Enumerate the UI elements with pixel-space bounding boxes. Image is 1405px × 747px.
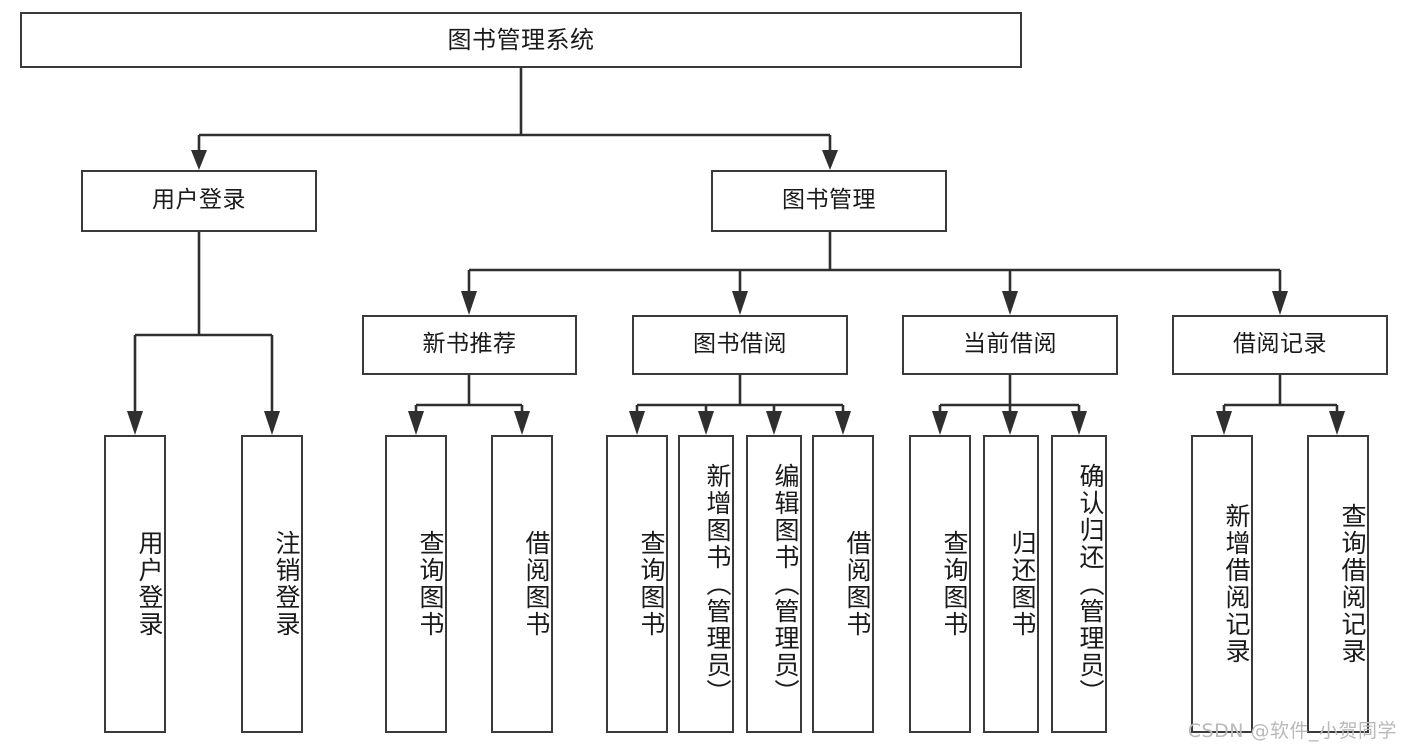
node-label: 当前借阅: [963, 331, 1057, 358]
node-label: 借阅图书: [843, 530, 872, 638]
leaf-current-borrow-query-book[interactable]: 查询图书: [909, 435, 971, 733]
node-label: 图书管理系统: [447, 25, 595, 54]
arrowhead-current-leaf-2: [1002, 411, 1018, 435]
node-label: 用户登录: [152, 187, 246, 214]
arrowhead-l3-2: [732, 291, 748, 315]
arrowhead-newbook-leaf-2: [514, 411, 530, 435]
node-root-book-management-system[interactable]: 图书管理系统: [20, 12, 1022, 68]
node-label: 新书推荐: [422, 331, 517, 358]
node-label: 新增借阅记录: [1222, 503, 1251, 665]
arrowhead-borrow-leaf-4: [835, 411, 851, 435]
leaf-book-borrow-add-book-admin[interactable]: 新增图书（管理员）: [678, 435, 734, 733]
leaf-records-query-borrow-record[interactable]: 查询借阅记录: [1307, 435, 1369, 733]
leaf-new-book-borrow-book[interactable]: 借阅图书: [491, 435, 553, 733]
leaf-current-borrow-return-book[interactable]: 归还图书: [983, 435, 1039, 733]
node-label: 注销登录: [272, 530, 301, 638]
node-label: 查询图书: [416, 530, 445, 638]
arrowhead-borrow-leaf-3: [766, 411, 782, 435]
leaf-new-book-query-book[interactable]: 查询图书: [385, 435, 447, 733]
node-label: 归还图书: [1008, 530, 1037, 638]
arrowhead-l3-1: [461, 291, 477, 315]
leaf-book-borrow-query-book[interactable]: 查询图书: [606, 435, 668, 733]
node-label: 查询图书: [940, 530, 969, 638]
arrowhead-user-login: [191, 150, 207, 170]
leaf-book-borrow-edit-book-admin[interactable]: 编辑图书（管理员）: [746, 435, 802, 733]
node-label: 新增图书（管理员）: [703, 462, 732, 706]
arrowhead-l3-3: [1002, 291, 1018, 315]
node-label: 图书借阅: [693, 331, 787, 358]
node-label: 用户登录: [135, 530, 164, 638]
node-label: 查询借阅记录: [1338, 503, 1367, 665]
arrowhead-book-mgmt: [822, 150, 838, 170]
leaf-user-login-login[interactable]: 用户登录: [104, 435, 166, 733]
node-book-management[interactable]: 图书管理: [711, 170, 947, 232]
arrowhead-records-leaf-2: [1329, 411, 1345, 435]
node-borrow-records[interactable]: 借阅记录: [1172, 315, 1388, 375]
arrowhead-current-leaf-1: [932, 411, 948, 435]
node-new-book-recommend[interactable]: 新书推荐: [362, 315, 577, 375]
csdn-watermark: CSDN @软件_小贺同学: [1187, 720, 1397, 742]
arrowhead-l3-4: [1272, 291, 1288, 315]
arrowhead-user-login-leaf-1: [127, 411, 143, 435]
arrowhead-user-login-leaf-2: [264, 411, 280, 435]
node-label: 查询图书: [637, 530, 666, 638]
arrowhead-newbook-leaf-1: [408, 411, 424, 435]
node-label: 借阅记录: [1233, 331, 1327, 358]
leaf-book-borrow-borrow-book[interactable]: 借阅图书: [812, 435, 874, 733]
arrowhead-current-leaf-3: [1071, 411, 1087, 435]
node-current-borrow[interactable]: 当前借阅: [902, 315, 1118, 375]
node-book-borrow[interactable]: 图书借阅: [632, 315, 848, 375]
node-label: 图书管理: [782, 187, 876, 214]
arrowhead-records-leaf-1: [1216, 411, 1232, 435]
node-label: 编辑图书（管理员）: [771, 462, 800, 706]
leaf-user-login-logout[interactable]: 注销登录: [241, 435, 303, 733]
node-label: 确认归还（管理员）: [1076, 462, 1105, 706]
node-label: 借阅图书: [522, 530, 551, 638]
arrowhead-borrow-leaf-2: [698, 411, 714, 435]
arrowhead-borrow-leaf-1: [629, 411, 645, 435]
leaf-current-borrow-confirm-return-admin[interactable]: 确认归还（管理员）: [1051, 435, 1107, 733]
leaf-records-add-borrow-record[interactable]: 新增借阅记录: [1191, 435, 1253, 733]
node-user-login[interactable]: 用户登录: [81, 170, 317, 232]
